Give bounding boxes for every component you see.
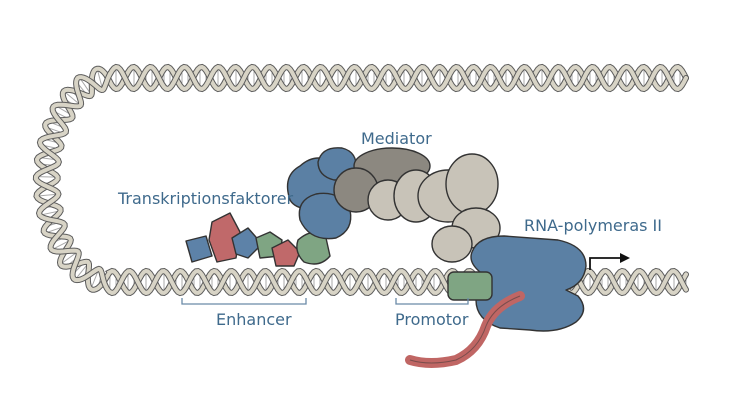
rna-strand bbox=[405, 291, 525, 368]
rna-polymerase-complex bbox=[405, 235, 587, 368]
promoter-label: Promotor bbox=[395, 310, 469, 329]
dna-base-pair bbox=[36, 193, 59, 197]
enhancer-label: Enhancer bbox=[216, 310, 292, 329]
dna-base-pair bbox=[63, 90, 81, 106]
rna-strand-outline bbox=[409, 295, 521, 364]
mediator-label: Mediator bbox=[361, 129, 432, 148]
promoter-bracket bbox=[395, 298, 469, 305]
transcription-direction-arrow bbox=[589, 253, 630, 270]
factor-blue-1 bbox=[185, 235, 213, 263]
transcription-factors-label: Transkriptionsfaktorer bbox=[117, 189, 294, 208]
dna-helix bbox=[32, 63, 689, 297]
enhancer-bracket bbox=[181, 298, 307, 305]
dna-strand-1 bbox=[34, 64, 688, 295]
factor-red-1 bbox=[208, 212, 241, 263]
mediator-complex bbox=[286, 147, 501, 263]
region-brackets bbox=[181, 298, 469, 305]
factor-red-2 bbox=[271, 239, 301, 267]
dna-strand-2 bbox=[33, 64, 688, 296]
promoter-bound-factor bbox=[447, 271, 493, 301]
rna-polymerase-label: RNA-polymeras II bbox=[524, 216, 662, 235]
mediator-grey-5 bbox=[445, 153, 499, 215]
mediator-grey-7 bbox=[431, 225, 473, 263]
transcription-factors bbox=[185, 212, 331, 267]
factor-blue-2 bbox=[231, 227, 263, 259]
